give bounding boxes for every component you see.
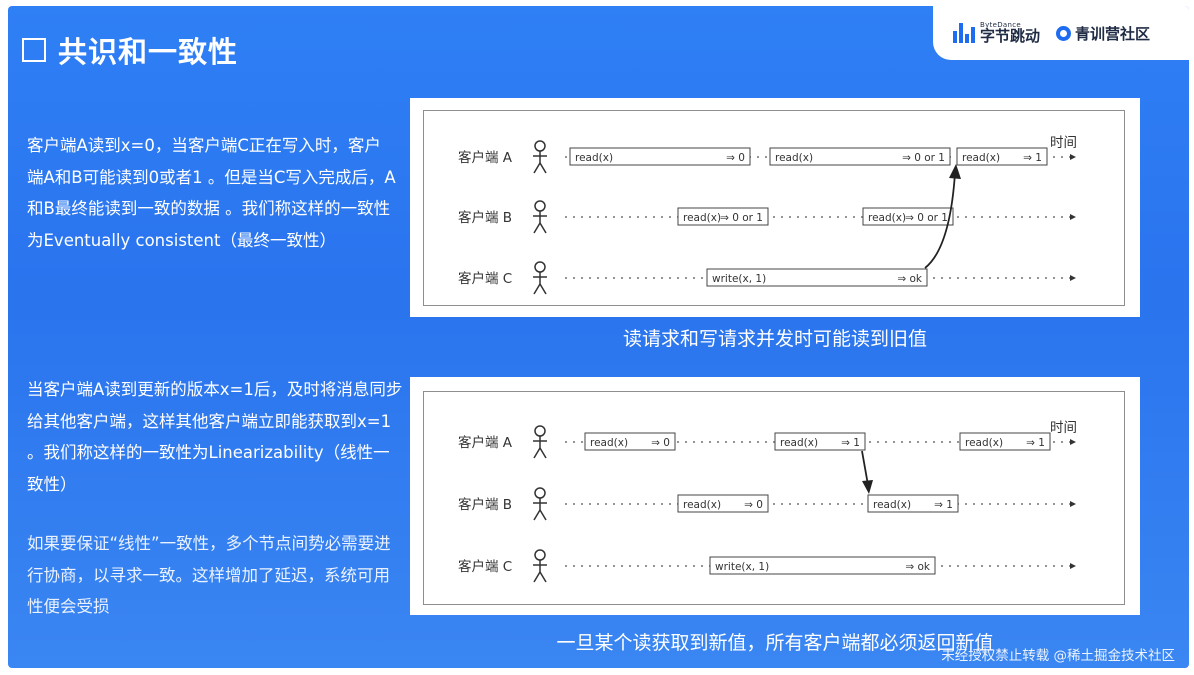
paragraph-linearizability: 当客户端A读到更新的版本x=1后，及时将消息同步给其他客户端，这样其他客户端立即… xyxy=(27,380,403,494)
diagram-frame xyxy=(423,391,1125,605)
client-label: 客户端 A xyxy=(458,149,513,166)
operation-label: read(x) xyxy=(868,212,906,224)
timeline-svg-2: 客户端 A 客户端 B 客户端 C 时间 read(x) ⇒ 0 read(x) ⇒ 1 rea… xyxy=(458,420,1077,583)
time-arrow-icon xyxy=(1070,439,1076,445)
operation-box xyxy=(769,147,951,166)
title-text: 共识和一致性 xyxy=(58,35,239,69)
client-label: 客户端 A xyxy=(458,434,513,451)
client-label: 客户端 B xyxy=(458,209,512,226)
time-arrow-icon xyxy=(1070,563,1076,569)
bytedance-name: 字节跳动 xyxy=(980,27,1041,45)
operation-label: write(x, 1) xyxy=(715,561,769,573)
person-icon xyxy=(533,549,547,583)
slide: 共识和一致性 ByteDance 字节跳动 青训营社区 客户端A读到x=0，当客… xyxy=(8,6,1189,668)
checkbox-square-icon xyxy=(22,38,46,62)
operation-result: ⇒ 0 xyxy=(744,499,763,511)
brand-bar: ByteDance 字节跳动 青训营社区 xyxy=(933,6,1189,60)
person-icon xyxy=(533,261,547,295)
person-icon xyxy=(533,200,547,234)
operation-box xyxy=(677,494,769,513)
community-logo: 青训营社区 xyxy=(1056,23,1150,44)
operation-label: read(x) xyxy=(575,152,613,164)
operation-label: read(x) xyxy=(780,437,818,449)
caption-diagram-1: 读请求和写请求并发时可能读到旧值 xyxy=(622,328,927,350)
operation-result: ⇒ ok xyxy=(897,273,923,285)
operation-label: read(x) xyxy=(683,212,721,224)
footer-watermark: 未经授权禁止转载 @稀土掘金技术社区 xyxy=(941,648,1175,664)
operation-label: read(x) xyxy=(873,499,911,511)
operation-box xyxy=(956,147,1048,166)
diagram-linearizability: 客户端 A 客户端 B 客户端 C 时间 read(x) ⇒ 0 read(x) ⇒ 1 rea… xyxy=(410,377,1140,615)
time-arrow-icon xyxy=(1070,154,1076,160)
client-label: 客户端 B xyxy=(458,496,512,513)
causality-arrow xyxy=(861,450,869,486)
operation-result: ⇒ ok xyxy=(905,561,931,573)
operation-box xyxy=(862,207,954,226)
operation-label: read(x) xyxy=(962,152,1000,164)
time-arrow-icon xyxy=(1070,275,1076,281)
operation-result: ⇒ 1 xyxy=(841,437,860,449)
bytedance-logo: ByteDance 字节跳动 xyxy=(953,22,1040,44)
operation-label: read(x) xyxy=(775,152,813,164)
operation-label: read(x) xyxy=(590,437,628,449)
operation-label: read(x) xyxy=(965,437,1003,449)
bytedance-bars-icon xyxy=(953,23,975,43)
operation-result: ⇒ 0 or 1 xyxy=(720,212,763,224)
bytedance-small-label: ByteDance xyxy=(980,21,1021,29)
operation-box xyxy=(959,432,1051,451)
time-arrow-icon xyxy=(1070,214,1076,220)
operation-result: ⇒ 0 or 1 xyxy=(905,212,948,224)
client-label: 客户端 C xyxy=(458,270,512,287)
operation-result: ⇒ 1 xyxy=(1023,152,1042,164)
person-icon xyxy=(533,140,547,174)
operation-box xyxy=(584,432,676,451)
client-label: 客户端 C xyxy=(458,558,512,575)
arrowhead-icon xyxy=(949,164,961,179)
operation-result: ⇒ 1 xyxy=(1026,437,1045,449)
operation-box xyxy=(867,494,959,513)
operation-result: ⇒ 0 or 1 xyxy=(902,152,945,164)
operation-result: ⇒ 0 xyxy=(726,152,745,164)
operation-result: ⇒ 1 xyxy=(934,499,953,511)
operation-box xyxy=(706,268,928,287)
diagram-frame xyxy=(423,110,1125,306)
person-icon xyxy=(533,425,547,459)
time-label: 时间 xyxy=(1050,420,1077,436)
paragraph-tradeoff: 如果要保证“线性”一致性，多个节点间势必需要进行协商，以寻求一致。这样增加了延迟… xyxy=(27,534,391,616)
person-icon xyxy=(533,487,547,521)
operation-box xyxy=(774,432,866,451)
paragraph-eventual: 客户端A读到x=0，当客户端C正在写入时，客户端A和B可能读到0或者1 。但是当… xyxy=(27,136,396,250)
slide-title: 共识和一致性 xyxy=(22,28,238,72)
operation-label: read(x) xyxy=(683,499,721,511)
community-name: 青训营社区 xyxy=(1075,24,1151,43)
time-arrow-icon xyxy=(1070,501,1076,507)
operation-label: write(x, 1) xyxy=(712,273,766,285)
ring-logo-icon xyxy=(1056,25,1072,41)
operation-box xyxy=(677,207,769,226)
arrowhead-icon xyxy=(862,480,873,494)
causality-arrow xyxy=(924,172,956,269)
operation-box xyxy=(709,556,936,575)
caption-diagram-2: 一旦某个读获取到新值，所有客户端都必须返回新值 xyxy=(556,632,994,654)
time-label: 时间 xyxy=(1050,135,1077,151)
operation-box xyxy=(569,147,751,166)
operation-result: ⇒ 0 xyxy=(651,437,670,449)
